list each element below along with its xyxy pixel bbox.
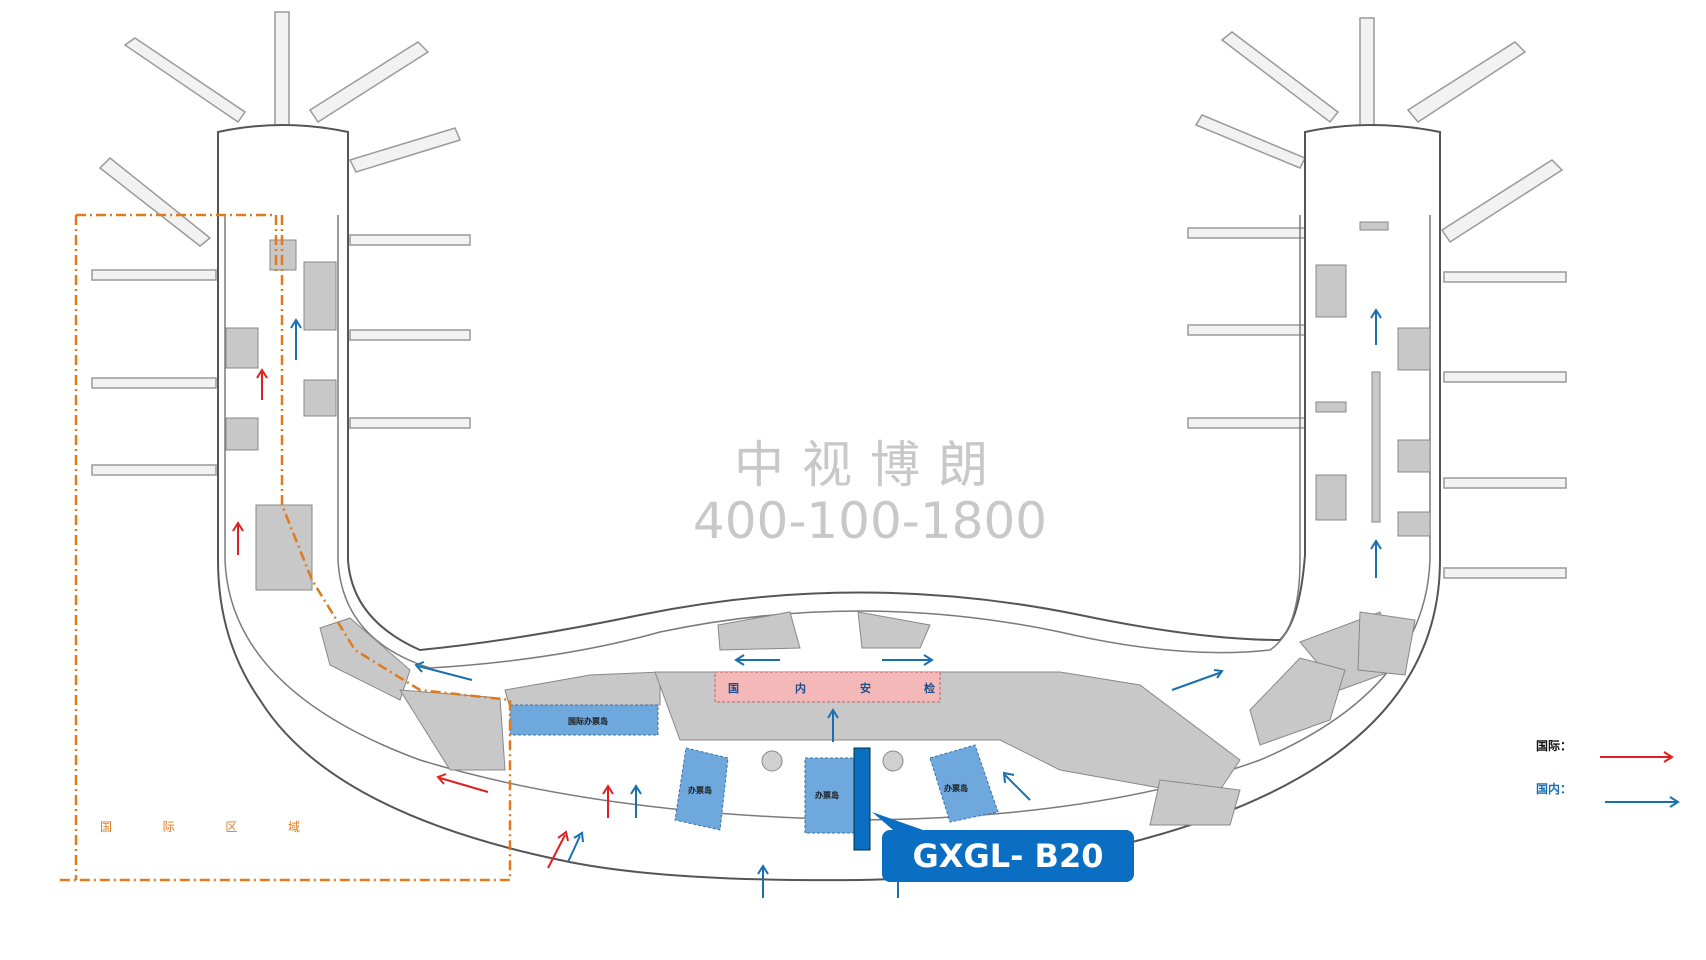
legend-domestic-label: 国内：	[1536, 782, 1573, 796]
ticket-island-right	[929, 744, 999, 823]
security-char-4: 检	[924, 681, 935, 695]
left-pier-blocks	[225, 239, 506, 771]
jet-bridges-right	[1187, 17, 1567, 579]
ticket-island-labels: 国际办票岛 办票岛 办票岛 办票岛	[568, 716, 968, 800]
intl-zone-char-3: 区	[225, 820, 238, 834]
watermark-company: 中视博朗	[734, 436, 1006, 494]
inner-airside-line	[337, 215, 1301, 669]
international-zone-boundary	[58, 213, 512, 882]
column-1	[761, 750, 783, 772]
ad-location-b20	[853, 747, 871, 851]
intl-ticket-island	[509, 704, 659, 736]
security-char-3: 安	[860, 681, 871, 695]
ad-code-callout: GXGL- B20	[882, 830, 1134, 882]
intl-zone-char-4: 域	[287, 820, 300, 834]
domestic-security-zone	[714, 671, 941, 703]
column-2	[882, 750, 904, 772]
intl-ticket-island-label: 国际办票岛	[568, 716, 608, 726]
intl-zone-char-2: 际	[162, 820, 175, 834]
security-char-2: 内	[795, 681, 806, 695]
right-pier-blocks	[1249, 221, 1431, 746]
ticket-island-left	[674, 747, 729, 831]
international-flow-arrows	[232, 368, 1674, 869]
legend-international-label: 国际：	[1536, 739, 1573, 753]
ticket-island-center-label: 办票岛	[815, 790, 839, 800]
ticket-island-right-label: 办票岛	[944, 783, 968, 793]
security-zone-chars: 国 内 安 检	[728, 681, 935, 695]
security-char-1: 国	[728, 682, 739, 695]
ticket-island-left-label: 办票岛	[688, 785, 712, 795]
international-zone-label: 国 际 区 域	[100, 818, 300, 835]
watermark-phone: 400-100-1800	[692, 492, 1048, 550]
intl-zone-char-1: 国	[100, 820, 113, 834]
jet-bridges-left	[91, 11, 471, 476]
